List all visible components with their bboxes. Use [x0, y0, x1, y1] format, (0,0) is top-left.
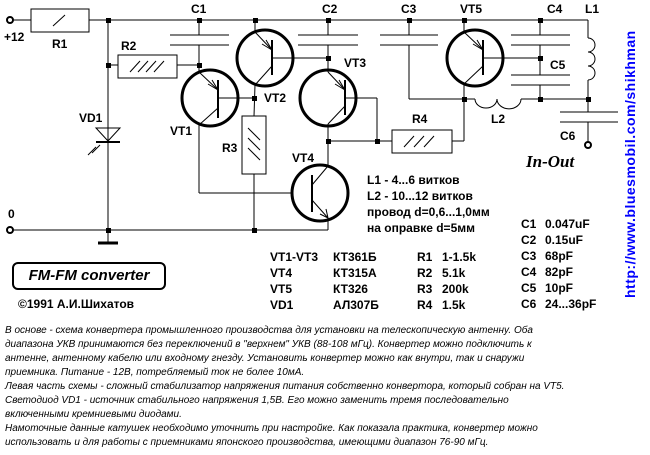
r3-label: R3 [222, 141, 238, 155]
description-line: антенне, антенному кабелю или входному г… [5, 353, 525, 364]
l2-label: L2 [491, 112, 506, 126]
c5-label: C5 [550, 58, 566, 72]
part-ref: C4 [521, 265, 537, 279]
part-ref: C3 [521, 249, 537, 263]
part-value: КТ361Б [333, 250, 377, 264]
coil-note: провод d=0,6...1,0мм [367, 205, 490, 219]
part-ref: C2 [521, 233, 537, 247]
vt5-label: VT5 [460, 2, 483, 16]
part-value: 200k [442, 282, 469, 296]
website-url[interactable]: http://www.bluesmobil.com/shikhman [622, 30, 638, 298]
part-ref: R3 [417, 282, 433, 296]
part-value: 10pF [545, 281, 574, 295]
part-value: 0.15uF [545, 233, 584, 247]
part-ref: VD1 [270, 298, 294, 312]
description-line: приемника. Питание - 12В, потребляемый т… [5, 367, 305, 378]
vt1-label: VT1 [170, 124, 193, 138]
vt3-label: VT3 [344, 56, 367, 70]
description-line: использовать и для работы с приемниками … [5, 437, 489, 448]
part-value: 1.5k [442, 298, 466, 312]
zero-terminal-label: 0 [8, 207, 15, 221]
part-ref: R4 [417, 298, 433, 312]
c2-label: C2 [322, 2, 338, 16]
copyright: ©1991 А.И.Шихатов [18, 297, 135, 311]
part-ref: VT1-VT3 [270, 250, 319, 264]
description-line: диапазона УКВ принимаются без переключен… [5, 339, 532, 350]
part-value: 82pF [545, 265, 574, 279]
resistors [30, 8, 453, 175]
description: В основе - схема конвертера промышленног… [5, 324, 645, 450]
led-diode [87, 127, 122, 156]
part-ref: VT4 [270, 266, 293, 280]
terminals [6, 16, 592, 234]
coil-note: L2 - 10...12 витков [367, 189, 473, 203]
title-box: FM-FM converter [12, 262, 166, 290]
c6-label: C6 [560, 129, 576, 143]
description-line: Левая часть схемы - сложный стабилизатор… [5, 381, 565, 392]
coil-note: на оправке d=5мм [367, 221, 475, 235]
description-line: В основе - схема конвертера промышленног… [5, 325, 533, 336]
in-out-label: In-Out [526, 152, 575, 171]
r4-label: R4 [412, 112, 428, 126]
part-ref: VT5 [270, 282, 293, 296]
part-value: АЛ307Б [333, 298, 379, 312]
circuit-schematic [6, 8, 618, 245]
description-line: Намоточные данные катушек необходимо уто… [5, 423, 538, 434]
part-value: КТ326 [333, 282, 368, 296]
transistors [180, 28, 505, 223]
part-value: КТ315А [333, 266, 377, 280]
part-value: 68pF [545, 249, 574, 263]
part-ref: C1 [521, 217, 537, 231]
c3-label: C3 [401, 2, 417, 16]
vt4-label: VT4 [292, 151, 315, 165]
capacitor-plates [170, 34, 618, 123]
description-line: включенными кремниевыми диодами. [5, 409, 182, 420]
l1-label: L1 [585, 2, 600, 16]
vd1-label: VD1 [79, 111, 103, 125]
r1-label: R1 [52, 37, 68, 51]
vt2-label: VT2 [264, 91, 287, 105]
inductors [474, 37, 596, 110]
part-ref: C5 [521, 281, 537, 295]
coil-note: L1 - 4...6 витков [367, 173, 460, 187]
description-line: Светодиод VD1 - источник стабильного нап… [5, 395, 509, 406]
part-value: 24...36pF [545, 297, 597, 311]
part-value: 0.047uF [545, 217, 590, 231]
c4-label: C4 [547, 2, 563, 16]
part-value: 1-1.5k [442, 250, 477, 264]
part-ref: C6 [521, 297, 537, 311]
r2-label: R2 [121, 39, 137, 53]
part-value: 5.1k [442, 266, 466, 280]
junction-dots [106, 18, 591, 233]
plus-terminal-label: +12 [4, 30, 25, 44]
part-ref: R2 [417, 266, 433, 280]
part-ref: R1 [417, 250, 433, 264]
c1-label: C1 [191, 2, 207, 16]
